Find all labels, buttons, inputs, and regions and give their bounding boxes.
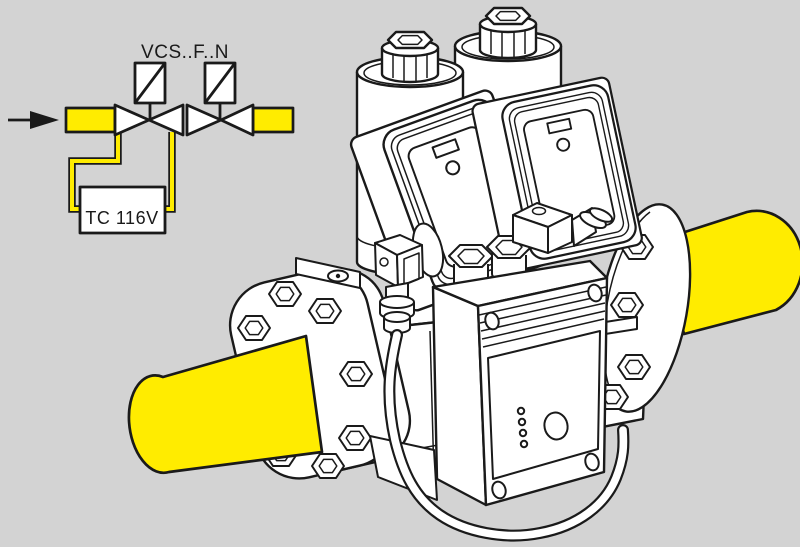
solenoid-actuator-symbol-1 — [133, 61, 167, 105]
sight-window — [543, 411, 569, 441]
coil-cap-icon — [380, 30, 440, 84]
mounting-bracket — [295, 257, 361, 289]
valve-symbol-downstream — [185, 103, 255, 137]
cable-connector-right — [512, 202, 614, 254]
flange-bolt — [311, 453, 345, 479]
valve-symbol-upstream — [113, 103, 185, 137]
pipe-outlet — [658, 209, 800, 336]
connection-cable — [383, 329, 630, 542]
inlet-pipe — [64, 106, 117, 134]
flange-bolt — [617, 354, 651, 380]
coil-cap-icon — [478, 6, 538, 60]
flange-bolt — [237, 315, 271, 341]
corner-screw — [484, 311, 500, 331]
valve-assembly-drawing — [127, 6, 800, 542]
control-unit — [431, 259, 609, 507]
corner-screw — [587, 283, 603, 303]
flange-bolt — [610, 292, 644, 318]
flange-bolt — [339, 361, 373, 387]
corner-screw — [584, 452, 600, 472]
flow-schematic: VCS..F..N — [8, 42, 295, 235]
outlet-pipe — [251, 106, 295, 134]
flange-bolt — [308, 298, 342, 324]
sense-line-upstream — [68, 132, 122, 213]
flange-bolt — [338, 425, 372, 451]
flow-arrow-icon — [8, 111, 59, 129]
pipe-inlet — [127, 334, 324, 475]
led-indicators — [516, 406, 529, 449]
cable-connector-left — [374, 222, 445, 334]
flange-bolt — [268, 281, 302, 307]
corner-screw — [491, 480, 507, 500]
front-panel — [487, 330, 601, 480]
solenoid-actuator-symbol-2 — [203, 61, 237, 105]
tightness-control-label: TC 116V — [85, 208, 158, 228]
tightness-control-box: TC 116V — [78, 185, 167, 235]
model-label: VCS..F..N — [141, 42, 229, 63]
